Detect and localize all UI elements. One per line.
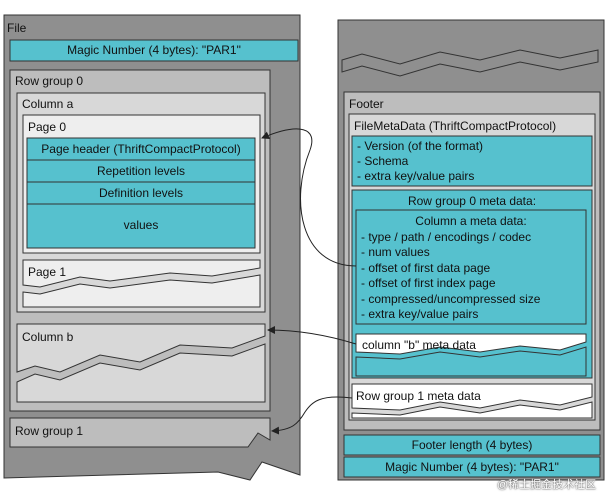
column-b-box xyxy=(16,323,266,373)
metadata-item: - Schema xyxy=(357,154,409,168)
file-magic-number: Magic Number (4 bytes): "PAR1" xyxy=(67,43,241,57)
arrow-column-b-meta-to-column-b xyxy=(267,326,357,345)
page-0-label: Page 0 xyxy=(28,120,67,134)
values-label: values xyxy=(123,218,159,232)
row-group-0-meta-label: Row group 0 meta data: xyxy=(407,194,537,208)
row-group-0-label: Row group 0 xyxy=(15,74,84,88)
footer-title: Footer xyxy=(349,97,384,111)
column-meta-item: - compressed/uncompressed size xyxy=(361,291,541,306)
footer-magic-number-label: Magic Number (4 bytes): "PAR1" xyxy=(385,460,559,474)
page-header-label: Page header (ThriftCompactProtocol) xyxy=(41,142,241,156)
column-b-meta-box xyxy=(355,333,587,355)
column-meta-item: - extra key/value pairs xyxy=(361,307,479,322)
column-meta-item: - offset of first data page xyxy=(361,260,491,275)
column-a-meta-box xyxy=(355,209,587,325)
file-metadata-items: - Version (of the format) - Schema - ext… xyxy=(357,139,483,184)
arrow-column-a-meta-to-page-0 xyxy=(261,128,357,267)
column-meta-item: - offset of first index page xyxy=(361,276,496,291)
column-a-meta-items: - type / path / encodings / codec - num … xyxy=(361,230,540,322)
row-group-1-meta-tear xyxy=(351,401,593,419)
metadata-item: - extra key/value pairs xyxy=(357,169,475,183)
column-b-meta-label: column "b" meta data xyxy=(362,338,476,352)
definition-levels-label: Definition levels xyxy=(98,186,184,200)
file-title: File xyxy=(7,21,27,35)
footer-length-label: Footer length (4 bytes) xyxy=(411,438,533,452)
column-a-meta-label: Column a meta data: xyxy=(415,214,527,228)
column-a-label: Column a xyxy=(22,97,74,111)
file-metadata-items-box xyxy=(351,135,593,187)
row-group-1-meta-box xyxy=(351,383,593,411)
row-group-1-box xyxy=(9,417,271,448)
column-meta-item: - type / path / encodings / codec xyxy=(361,230,532,244)
repetition-levels-label: Repetition levels xyxy=(96,164,186,178)
page-1-tear xyxy=(22,274,261,308)
footer-length-box xyxy=(343,434,601,456)
file-magic-number-box xyxy=(9,39,299,62)
metadata-item: - Version (of the format) xyxy=(357,139,484,153)
column-b-label: Column b xyxy=(22,330,74,344)
row-group-1-label: Row group 1 xyxy=(15,424,84,438)
footer-magic-number-box xyxy=(343,456,601,478)
footer-top-tear xyxy=(341,49,599,77)
values-box xyxy=(26,203,256,249)
column-b-meta-tear xyxy=(355,346,587,377)
file-metadata-label: FileMetaData (ThriftCompactProtocol) xyxy=(354,119,557,133)
page-1-label: Page 1 xyxy=(28,265,67,279)
column-b-tear xyxy=(16,343,266,403)
column-meta-item: - num values xyxy=(361,245,430,260)
row-group-1-meta-label: Row group 1 meta data xyxy=(356,389,481,403)
arrow-row-group-1-meta-to-row-group-1 xyxy=(271,396,353,435)
page-1-box xyxy=(22,259,261,288)
watermark: @稀土掘金技术社区 xyxy=(497,479,597,491)
